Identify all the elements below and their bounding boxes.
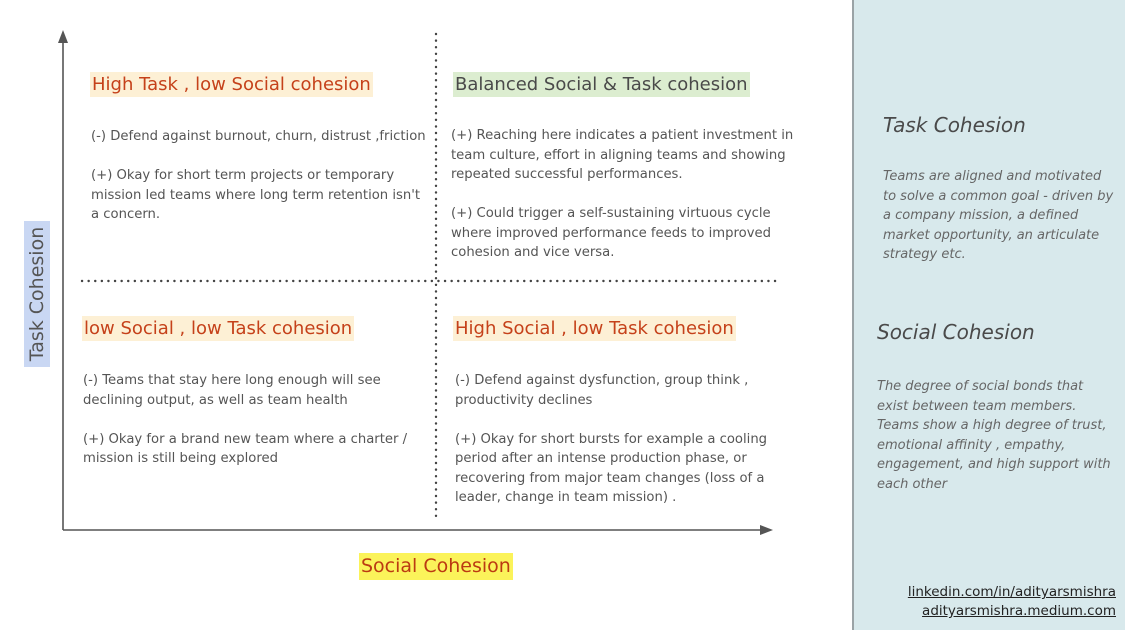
quadrant-title-high-social-low-task: High Social , low Task cohesion [453,316,736,341]
quadrant-text-low-social-low-task: (-) Teams that stay here long enough wil… [83,371,428,469]
quadrant-point: (+) Okay for a brand new team where a ch… [83,431,408,467]
definitions-panel: Task Cohesion Teams are aligned and moti… [852,0,1125,630]
quadrant-point: (+) Okay for short bursts for example a … [455,431,768,506]
y-axis-label-text: Task Cohesion [26,226,48,362]
quadrant-text-high-task-low-social: (-) Defend against burnout, churn, distr… [91,127,431,225]
quadrant-text-high-social-low-task: (-) Defend against dysfunction, group th… [455,371,785,508]
linkedin-link[interactable]: linkedin.com/in/adityarsmishra [907,584,1116,600]
social-cohesion-definition: The degree of social bonds that exist be… [877,379,1111,492]
quadrant-diagram: Task Cohesion Social Cohesion High Task … [24,30,796,580]
quadrant-point: (-) Defend against burnout, churn, distr… [91,129,426,144]
social-cohesion-title: Social Cohesion [877,320,1035,344]
quadrant-title-balanced: Balanced Social & Task cohesion [453,72,750,97]
x-axis-arrow [760,525,773,535]
x-axis-label: Social Cohesion [359,553,513,580]
quadrant-text-balanced: (+) Reaching here indicates a patient in… [451,126,796,263]
quadrant-title-high-task-low-social: High Task , low Social cohesion [90,72,373,97]
quadrant-point: (-) Teams that stay here long enough wil… [83,373,381,408]
quadrant-point: (-) Defend against dysfunction, group th… [455,373,749,408]
quadrant-title-low-social-low-task: low Social , low Task cohesion [82,316,355,341]
quadrant-point: (+) Could trigger a self-sustaining virt… [451,206,772,260]
medium-link[interactable]: adityarsmishra.medium.com [922,603,1116,619]
axes-graphic [58,30,780,535]
y-axis-label: Task Cohesion [24,221,50,367]
task-cohesion-definition: Teams are aligned and motivated to solve… [883,169,1114,262]
quadrant-point: (+) Okay for short term projects or temp… [91,168,421,222]
quadrant-point: (+) Reaching here indicates a patient in… [451,128,794,182]
y-axis-arrow [58,30,68,43]
task-cohesion-title: Task Cohesion [883,113,1026,137]
